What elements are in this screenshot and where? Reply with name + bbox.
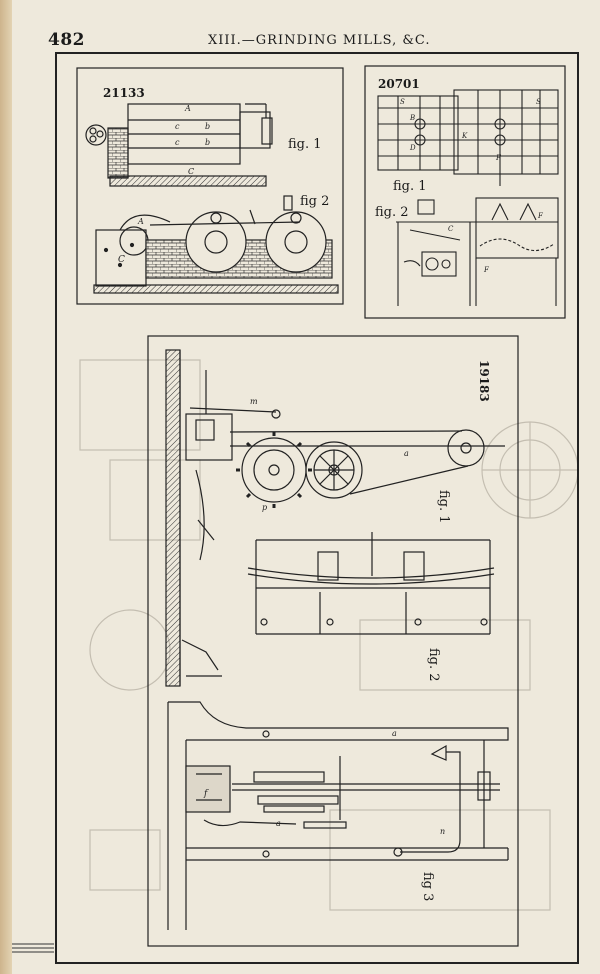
margin-rules [12, 943, 54, 953]
fig-label-21133-2: fig 2 [300, 194, 329, 209]
svg-text:B: B [409, 114, 415, 122]
svg-text:a: a [392, 729, 397, 738]
svg-text:c: c [175, 138, 180, 147]
patent-number-19183: 19183 [477, 360, 491, 402]
patent-20701-panel: 20701 S B D K F S fig. 1 [364, 65, 566, 319]
running-title: XIII.—GRINDING MILLS, &C. [208, 33, 431, 48]
page-number: 482 [48, 30, 85, 50]
fig-label-19183-2: fig. 2 [426, 648, 441, 682]
patent-21133-panel: 21133 A c b c b C fig. 1 [76, 67, 344, 305]
patent-number-20701: 20701 [378, 77, 420, 91]
svg-text:F: F [495, 154, 502, 162]
svg-text:D: D [409, 144, 416, 152]
svg-text:n: n [440, 827, 445, 836]
fig-label-19183-3: fig 3 [420, 872, 435, 901]
svg-text:K: K [461, 132, 468, 140]
fig-label-20701-1: fig. 1 [393, 179, 427, 194]
svg-text:b: b [205, 138, 210, 147]
plate-frame [55, 52, 579, 964]
patent-19183-panel: 19183 [147, 335, 519, 947]
svg-text:m: m [250, 397, 258, 406]
svg-text:S: S [536, 98, 541, 106]
svg-text:F: F [537, 212, 544, 220]
patent-number-21133: 21133 [103, 86, 145, 100]
fig-label-20701-2: fig. 2 [375, 205, 409, 220]
page-edge [0, 0, 12, 974]
svg-text:A: A [137, 217, 144, 226]
svg-text:F: F [483, 266, 490, 274]
svg-text:C: C [188, 167, 194, 176]
fig-label-19183-1: fig. 1 [436, 490, 451, 524]
svg-text:C: C [448, 225, 454, 233]
svg-text:a: a [276, 819, 281, 828]
svg-text:C: C [118, 255, 125, 265]
svg-text:f: f [203, 789, 209, 799]
svg-text:p: p [262, 503, 267, 512]
svg-text:a: a [404, 449, 409, 458]
fig-label-21133-1: fig. 1 [288, 137, 322, 152]
page-header: 482 XIII.—GRINDING MILLS, &C. [48, 30, 580, 52]
svg-text:A: A [184, 104, 191, 113]
svg-text:S: S [400, 98, 405, 106]
svg-text:c: c [175, 122, 180, 131]
svg-text:b: b [205, 122, 210, 131]
